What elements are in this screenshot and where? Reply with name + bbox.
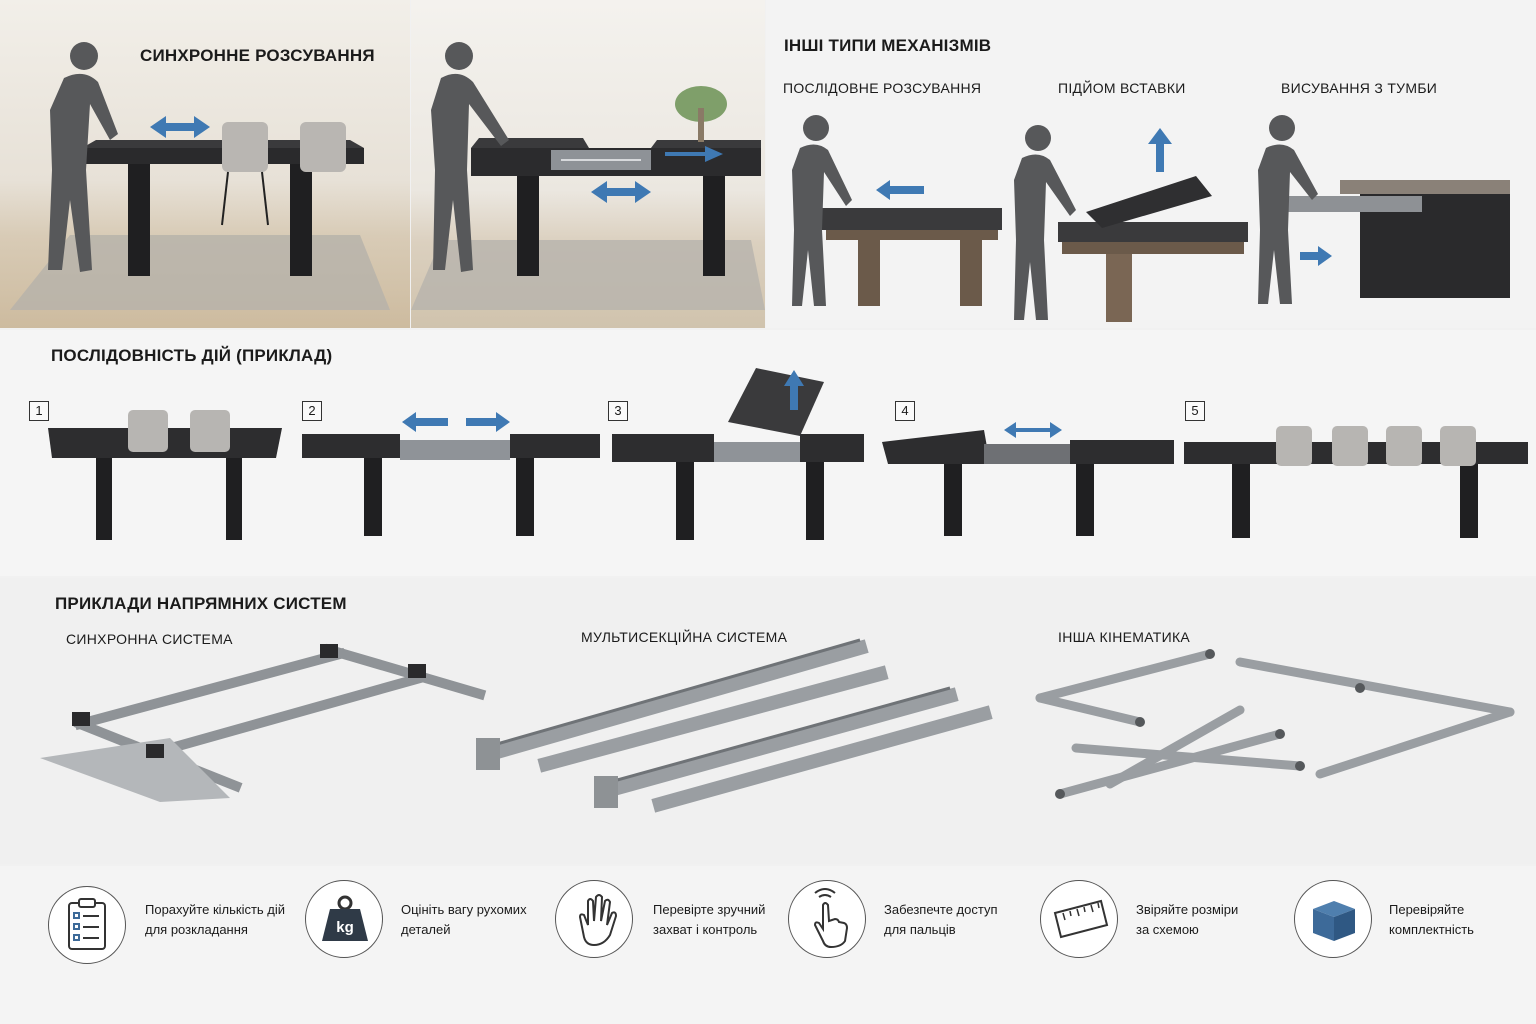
- ruler-icon: [1053, 899, 1109, 939]
- person-silhouette: [431, 42, 509, 272]
- step-number-3: 3: [608, 401, 628, 421]
- other-mechanisms-panel: ІНШІ ТИПИ МЕХАНІЗМІВ ПОСЛІДОВНЕ РОЗСУВАН…: [766, 0, 1536, 328]
- tip-5-circle: [1040, 880, 1118, 958]
- tip-2-circle: kg: [305, 880, 383, 958]
- tip-4-text: Забезпечте доступ для пальців: [884, 902, 998, 937]
- sequence-title: ПОСЛІДОВНІСТЬ ДІЙ (ПРИКЛАД): [51, 346, 333, 365]
- person-silhouette: [48, 42, 118, 272]
- mechanism-label-sequential: ПОСЛІДОВНЕ РОЗСУВАННЯ: [783, 80, 982, 96]
- sequence-panel: ПОСЛІДОВНІСТЬ ДІЙ (ПРИКЛАД) 1 2 3 4 5: [0, 330, 1536, 576]
- linkage-pivots: [1055, 649, 1365, 799]
- other-mechanisms-title: ІНШІ ТИПИ МЕХАНІЗМІВ: [784, 36, 992, 55]
- step-number-4: 4: [895, 401, 915, 421]
- step-number-1: 1: [29, 401, 49, 421]
- linkage-frame: [1035, 649, 1515, 799]
- tip-6-circle: [1294, 880, 1372, 958]
- rail-multi: [481, 639, 993, 813]
- guides-panel: ПРИКЛАДИ НАПРЯМНИХ СИСТЕМ СИНХРОННА СИСТ…: [0, 578, 1536, 864]
- step-number-2: 2: [302, 401, 322, 421]
- tip-3-circle: [555, 880, 633, 958]
- arrow-up-icon: [1148, 128, 1172, 172]
- weight-kg-label: kg: [336, 919, 354, 936]
- sync-photo-closed: СИНХРОННЕ РОЗСУВАННЯ: [0, 0, 410, 328]
- double-arrow-icon: [1004, 422, 1062, 438]
- sequence-illustration: [48, 368, 1528, 540]
- arrow-apart-icon: [402, 412, 510, 432]
- sync-photo-extended: [411, 0, 765, 328]
- guides-illustration: [40, 638, 1515, 813]
- step-number-5: 5: [1185, 401, 1205, 421]
- hand-icon: [578, 894, 618, 947]
- sync-title: СИНХРОННЕ РОЗСУВАННЯ: [140, 46, 375, 65]
- arrow-up-icon: [784, 370, 804, 410]
- guide-label-other: ІНША КІНЕМАТИКА: [1058, 629, 1191, 645]
- mechanism-label-lift: ПІДЙОМ ВСТАВКИ: [1058, 80, 1186, 96]
- sync-closed-illustration: [10, 42, 390, 310]
- tip-1-text: Порахуйте кількість дій для розкладання: [145, 902, 286, 937]
- plant-decoration: [675, 86, 727, 142]
- finger-touch-icon: [813, 888, 849, 949]
- tip-6-text: Перевіряйте комплектність: [1389, 902, 1474, 937]
- tips-bar: Порахуйте кількість дій для розкладання …: [0, 866, 1536, 1024]
- other-mechanisms-illustration: [792, 115, 1510, 322]
- weight-kg-icon: [322, 895, 368, 941]
- clipboard-checklist-icon: [68, 898, 106, 950]
- arrow-left-icon: [876, 180, 924, 200]
- tip-2-text: Оцініть вагу рухомих деталей: [401, 902, 527, 937]
- tip-4-circle: [788, 880, 866, 958]
- mechanism-label-cabinet: ВИСУВАННЯ З ТУМБИ: [1281, 80, 1438, 96]
- rail-multi-edge: [489, 638, 951, 784]
- tip-3-text: Перевірте зручний захват і контроль: [653, 902, 766, 937]
- double-arrow-icon: [591, 146, 723, 203]
- double-arrow-icon: [150, 116, 210, 138]
- box-icon: [1313, 901, 1355, 941]
- tip-1-circle: [48, 886, 126, 964]
- guides-title: ПРИКЛАДИ НАПРЯМНИХ СИСТЕМ: [55, 594, 347, 613]
- sync-extended-illustration: [411, 42, 765, 310]
- guide-label-multi: МУЛЬТИСЕКЦІЙНА СИСТЕМА: [581, 629, 788, 645]
- arrow-right-icon: [1300, 246, 1332, 266]
- tip-5-text: Звіряйте розміри за схемою: [1136, 902, 1239, 937]
- guide-label-sync: СИНХРОННА СИСТЕМА: [66, 631, 233, 647]
